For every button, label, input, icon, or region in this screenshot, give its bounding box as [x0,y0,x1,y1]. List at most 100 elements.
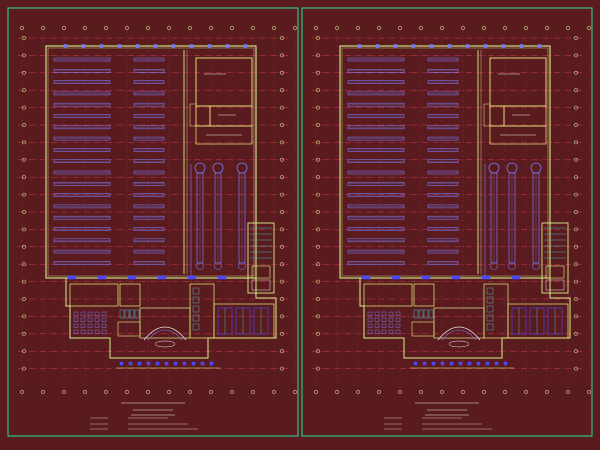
marker [209,361,214,366]
wall-column [207,44,212,48]
annex-wall [541,222,569,294]
axis-bubble [251,26,255,30]
axis-bubble [62,390,66,394]
axis-bubble [293,26,297,30]
axis-bubble [280,331,284,336]
axis-bubble [22,349,26,354]
seat [395,317,401,322]
axis-bubble [22,314,26,319]
entrance-step [448,340,470,348]
wc-stall [124,309,130,319]
axis-bubble [280,175,284,180]
axis-bubble [316,314,320,319]
tank-base [532,262,540,270]
seat [374,311,380,316]
marker [449,361,454,366]
axis-bubble [280,105,284,110]
axis-bubble [316,279,320,284]
service-outline [359,278,571,359]
axis-bubble [22,140,26,145]
door-swing [511,275,521,280]
sheet-frame [301,7,593,437]
tank-base [214,262,222,270]
axis-bubble [314,26,318,30]
shelving-racks [53,57,165,265]
entrance-arc-inner [441,329,477,341]
wall-column [63,44,68,48]
axis-bubble [314,390,318,394]
axis-bubble [574,314,578,319]
wall-column [153,44,158,48]
seat [94,329,100,334]
locker [486,296,494,304]
axis-bubble [440,26,444,30]
axis-bubble [22,175,26,180]
marker [503,361,508,366]
axis-bubble [335,390,339,394]
axis-bubble [335,26,339,30]
entrance-arc [143,326,187,341]
axis-bubble [22,279,26,284]
hall-inner-wall [341,47,549,277]
marker [476,361,481,366]
seat [395,311,401,316]
axis-bubble [574,192,578,197]
wall-column [243,44,248,48]
seat [381,311,387,316]
axis-bubble [280,192,284,197]
axis-bubble [280,314,284,319]
axis-bubble [22,53,26,58]
axis-bubble [280,349,284,354]
service-room-mid-top [119,283,141,307]
locker [486,323,494,331]
axis-bubble [230,390,234,394]
axis-bubble [62,26,66,30]
hall-inner-wall [47,47,255,277]
axis-bubble [503,390,507,394]
axis-bubble [482,390,486,394]
axis-bubble [280,366,284,371]
seat [374,317,380,322]
sheet-right [301,7,593,437]
axis-bubble [574,366,578,371]
axis-bubble [316,227,320,232]
axis-bubble [316,70,320,75]
annex-room [251,265,271,279]
seat [101,311,107,316]
seat [87,317,93,322]
marker [467,361,472,366]
sheet-frame [7,7,299,437]
sheet-left [7,7,299,437]
marker [128,361,133,366]
service-room-right-b [507,303,569,339]
axis-bubble [574,140,578,145]
seat [367,317,373,322]
wall-column [375,44,380,48]
axis-bubble [22,210,26,214]
door-swing [67,275,77,280]
marker [182,361,187,366]
axis-bubble [22,70,26,75]
axis-bubble [419,26,423,30]
seat [73,317,79,322]
axis-bubble [574,53,578,58]
axis-bubble [125,26,129,30]
axis-bubble [20,26,24,30]
tank-fixtures [190,162,248,276]
storage-hall [45,44,257,279]
axis-bubble [574,123,578,127]
shelving-racks [347,57,459,265]
tank-base [238,262,246,270]
wall-column [189,44,194,48]
axis-bubble [587,26,591,30]
axis-bubble [280,123,284,127]
seat [367,329,373,334]
wc-stall [134,309,140,319]
marker [458,361,463,366]
front-markers [410,361,514,369]
axis-bubble [22,331,26,336]
axis-bubble [545,390,549,394]
axis-bubble [209,390,213,394]
axis-bubble [41,26,45,30]
axis-bubble [503,26,507,30]
